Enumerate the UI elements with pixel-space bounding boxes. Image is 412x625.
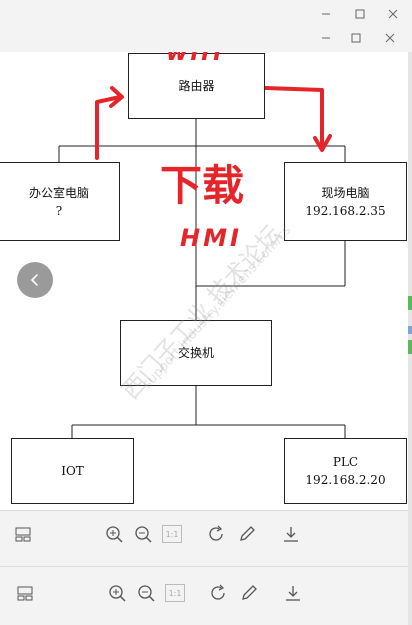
rotate-icon — [209, 525, 223, 541]
office-pc-note: ? — [55, 203, 63, 218]
site-pc-label: 现场电脑 — [321, 185, 370, 200]
annotation-wifi: wifi — [166, 52, 224, 66]
office-pc-node: 办公室电脑 ? — [0, 162, 120, 241]
scrollbar[interactable] — [408, 52, 412, 625]
zoom-in-button-2[interactable] — [106, 582, 128, 604]
rotate-button[interactable] — [206, 523, 228, 545]
minimize-button-2[interactable] — [316, 28, 336, 48]
image-canvas: 路由器 办公室电脑 ? 现场电脑 192.168.2.35 交换机 IOT PL… — [0, 52, 408, 510]
minimize-icon — [322, 13, 330, 15]
plc-label: PLC — [332, 455, 359, 469]
zoom-in-icon — [109, 585, 126, 602]
title-bar — [0, 0, 412, 52]
scroll-marker — [408, 296, 412, 310]
close-button[interactable] — [383, 4, 403, 24]
diagram-connectors — [58, 86, 346, 438]
scroll-marker — [408, 326, 412, 334]
download-icon — [286, 586, 300, 601]
zoom-out-button[interactable] — [132, 523, 154, 545]
router-node: 路由器 — [128, 53, 265, 119]
office-pc-label: 办公室电脑 — [28, 185, 89, 200]
download-icon — [284, 527, 298, 542]
iot-label: IOT — [61, 464, 84, 478]
zoom-out-button-2[interactable] — [135, 582, 157, 604]
plc-node: PLC 192.168.2.20 — [284, 438, 407, 504]
layout-button[interactable] — [12, 523, 34, 545]
edit-button-2[interactable] — [238, 582, 260, 604]
pencil-icon — [240, 526, 255, 541]
zoom-in-button[interactable] — [103, 523, 125, 545]
layout-icon — [15, 527, 31, 542]
rotate-button-2[interactable] — [208, 582, 230, 604]
previous-button[interactable] — [17, 262, 53, 298]
layout-button-2[interactable] — [14, 582, 36, 604]
annotation-hmi: HMI — [180, 224, 242, 252]
toolbar-divider — [0, 566, 408, 567]
switch-label: 交换机 — [177, 346, 214, 360]
site-pc-ip: 192.168.2.35 — [305, 203, 386, 218]
annotation-download: 下载 — [160, 161, 245, 210]
site-pc-node: 现场电脑 192.168.2.35 — [284, 162, 407, 241]
download-button-2[interactable] — [282, 582, 304, 604]
layout-icon — [17, 586, 33, 601]
scroll-marker — [408, 340, 412, 354]
zoom-out-icon — [138, 585, 155, 602]
close-icon — [385, 33, 395, 43]
maximize-button-2[interactable] — [346, 28, 366, 48]
chevron-left-icon — [30, 274, 38, 286]
close-button-2[interactable] — [380, 28, 400, 48]
viewer-toolbar: 1:1 — [0, 511, 408, 555]
switch-node: 交换机 — [120, 320, 272, 386]
download-button[interactable] — [280, 523, 302, 545]
close-icon — [388, 9, 398, 19]
plc-ip: 192.168.2.20 — [305, 473, 386, 487]
zoom-in-icon — [106, 526, 123, 543]
actual-size-button-2[interactable]: 1:1 — [165, 584, 185, 602]
actual-size-button[interactable]: 1:1 — [162, 525, 182, 543]
router-label: 路由器 — [178, 79, 215, 93]
rotate-icon — [211, 584, 225, 600]
viewer-toolbar-2: 1:1 — [0, 570, 408, 614]
maximize-button[interactable] — [350, 4, 370, 24]
maximize-icon — [351, 33, 361, 43]
toolbar-divider — [0, 510, 408, 511]
zoom-out-icon — [135, 526, 152, 543]
edit-button[interactable] — [236, 523, 258, 545]
minimize-icon — [322, 37, 330, 39]
maximize-icon — [355, 9, 365, 19]
pencil-icon — [242, 585, 257, 600]
iot-node: IOT — [11, 438, 134, 504]
minimize-button[interactable] — [316, 4, 336, 24]
